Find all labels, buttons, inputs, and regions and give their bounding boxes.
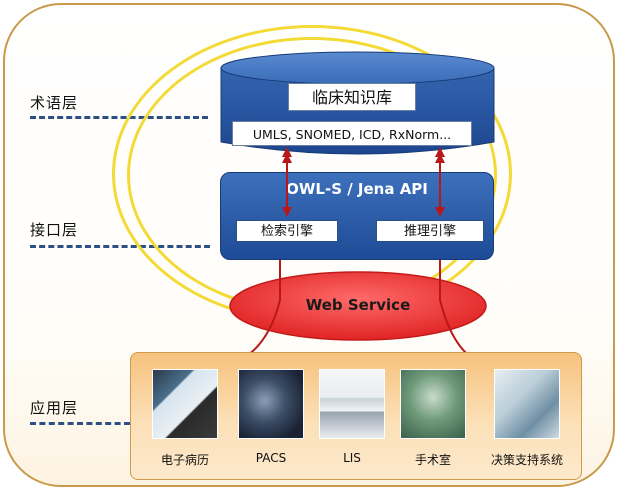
knowledge-base-title: 临床知识库 [288,83,416,111]
reasoning-engine-box: 推理引擎 [376,220,484,242]
app-operating-room: 手术室 [393,369,473,468]
app-name-lis: LIS [343,451,361,465]
app-name-emr: 电子病历 [160,453,209,467]
web-service-label: Web Service [305,296,411,314]
pacs-imaging-icon [238,369,304,439]
search-engine-box: 检索引擎 [236,220,338,242]
app-name-pacs: PACS [255,451,287,465]
application-panel: 电子病历 PACS LIS 手术室 决策支持系统 [130,352,582,480]
layer-label-interface: 接口层 [30,221,79,239]
knowledge-base-standards: UMLS, SNOMED, ICD, RxNorm... [232,121,472,146]
api-box [220,172,494,260]
decision-support-icon [494,369,560,439]
application-dash-line [30,422,130,425]
app-pacs: PACS [231,369,311,465]
terminology-dash-line [30,116,208,119]
app-name-decision-support: 决策支持系统 [490,453,563,467]
app-emr: 电子病历 [145,369,225,468]
app-lis: LIS [312,369,392,465]
app-name-operating-room: 手术室 [414,453,451,467]
operating-room-icon [400,369,466,439]
layer-label-application: 应用层 [30,399,79,417]
lis-lab-device-icon [319,369,385,439]
emr-screen-icon [152,369,218,439]
interface-dash-line [30,245,210,248]
app-decision-support: 决策支持系统 [475,369,579,468]
web-service-ellipse [229,271,487,341]
layer-label-terminology: 术语层 [30,94,79,112]
api-title: OWL-S / Jena API [286,180,428,198]
